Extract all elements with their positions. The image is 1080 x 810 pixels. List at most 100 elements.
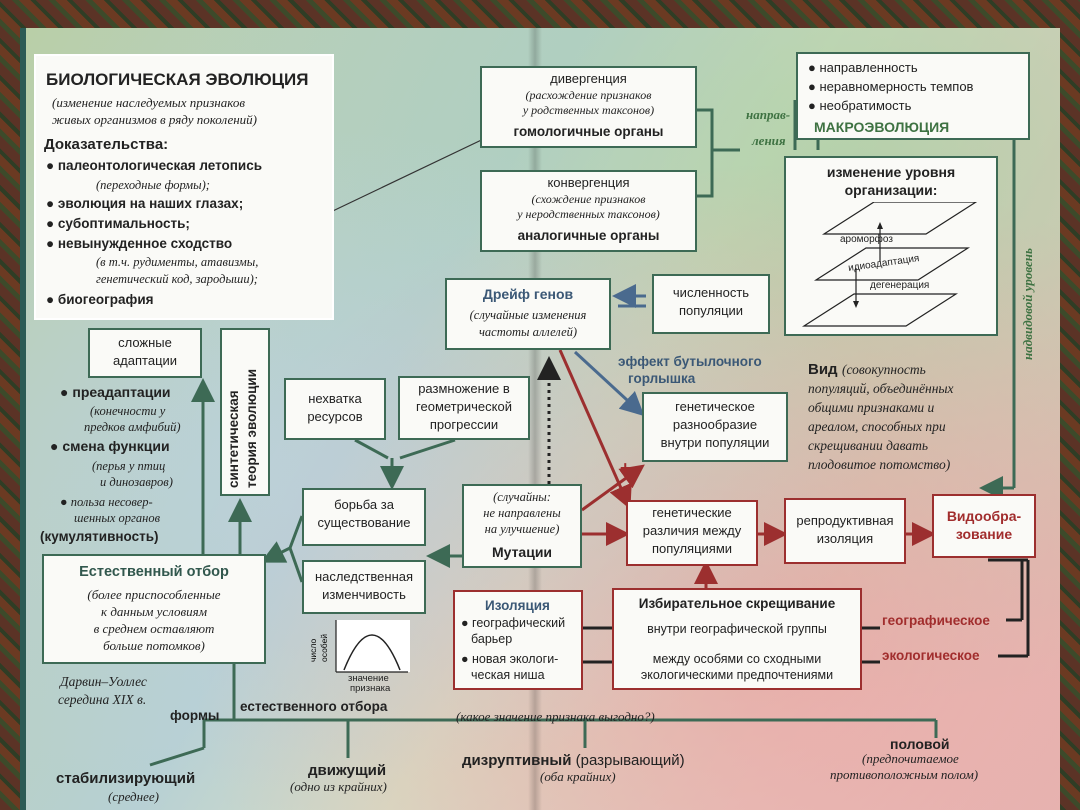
darwin-wallace-label: середина XIX в.: [58, 692, 147, 707]
isolation-title: Изоляция: [485, 598, 550, 613]
planes-diagram: [801, 202, 978, 327]
graph-ylabel: особей: [319, 633, 329, 662]
org-level-title: изменение уровня: [826, 164, 956, 180]
isolation-item: барьер: [471, 632, 513, 646]
fitness-graph-svg: [335, 620, 410, 673]
function-change: ● смена функции: [50, 438, 170, 454]
synthetic-theory-box: синтетическая теория эволюции: [220, 328, 270, 496]
assortative-mating-box: Избирательное скрещивание внутри географ…: [612, 588, 862, 690]
evidence-item: ● палеонтологическая летопись: [46, 158, 263, 173]
function-change-note: и динозавров): [100, 475, 173, 489]
genetic-differences-box: генетические различия между популяциями: [626, 500, 758, 566]
evidence-title: Доказательства:: [44, 136, 169, 153]
cumulativeness: (кумулятивность): [40, 529, 159, 544]
evidence-item: ● биогеография: [46, 292, 154, 307]
aromorphosis-label: ароморфоз: [840, 234, 893, 245]
fitness-graph: число особей значение признака: [300, 618, 412, 696]
natural-selection-box: Естественный отбор (более приспособленны…: [42, 554, 266, 664]
geometric-reproduction-text: размножение в: [418, 381, 510, 396]
evolution-title: БИОЛОГИЧЕСКАЯ ЭВОЛЮЦИЯ: [46, 70, 309, 89]
org-level-title: организации:: [844, 182, 938, 198]
function-change-note: (перья у птиц: [92, 459, 166, 473]
direction-label-2: ления: [752, 133, 786, 148]
geometric-reproduction-text: прогрессии: [429, 417, 499, 432]
genetic-diversity-text: генетическое: [675, 399, 755, 414]
species-definition: общими признаками и: [808, 400, 935, 415]
speciation-text: Видообра-: [946, 508, 1022, 524]
gene-drift-note: частоты аллелей): [478, 325, 578, 339]
forms-label: формы: [170, 708, 220, 723]
reproductive-isolation-text: репродуктивная: [796, 513, 894, 528]
convergence-note: (схождение признаков: [531, 192, 646, 206]
bottleneck-effect: эффект бутылочного: [618, 354, 762, 369]
macroevolution-title: МАКРОЭВОЛЮЦИЯ: [814, 119, 950, 135]
species-title: Вид: [808, 361, 838, 378]
gene-drift-note: (случайные изменения: [469, 308, 587, 322]
graph-ylabel: число: [308, 638, 318, 662]
directional-selection: движущий: [308, 762, 387, 779]
isolation-item: ческая ниша: [471, 668, 545, 682]
assortative-between: экологическими предпочтениями: [640, 668, 834, 682]
evidence-item: ● невынужденное сходство: [46, 236, 233, 251]
evidence-note: (переходные формы);: [96, 178, 210, 192]
direction-label-1: направ-: [746, 107, 791, 122]
geometric-reproduction-text: геометрической: [416, 399, 512, 414]
species-definition: плодовитое потомство): [808, 457, 951, 472]
resource-shortage-box: нехватка ресурсов: [284, 378, 386, 440]
disruptive-selection: дизруптивный (разрывающий): [462, 752, 685, 769]
struggle-text: существование: [317, 515, 411, 530]
species-definition: популяций, объединённых: [808, 381, 954, 396]
reproductive-isolation-box: репродуктивная изоляция: [784, 498, 906, 564]
analogous-organs: аналогичные органы: [517, 228, 660, 243]
book-cover-edge: [20, 28, 26, 810]
species-definition: ареалом, способных при: [808, 419, 946, 434]
natural-selection-note: (более приспособленные: [87, 587, 221, 602]
stabilizing-selection: стабилизирующий: [56, 770, 196, 787]
geometric-reproduction-box: размножение в геометрической прогрессии: [398, 376, 530, 440]
genetic-diversity-text: внутри популяции: [660, 435, 770, 450]
assortative-between: между особями со сходными: [652, 652, 822, 666]
imperfect-organs: ● польза несовер-: [60, 495, 153, 509]
resource-shortage-text: нехватка: [308, 391, 362, 406]
degeneration-label: дегенерация: [870, 280, 930, 291]
evidence-note: генетический код, зародыши);: [96, 272, 258, 286]
isolation-item: ● новая экологи-: [461, 652, 559, 666]
macro-item: ● неравномерность темпов: [808, 79, 974, 94]
geographic-speciation-label: географическое: [882, 613, 990, 628]
species-definition: скрещивании давать: [808, 438, 929, 453]
complex-adaptations-text: сложные: [118, 335, 172, 350]
divergence-note: у родственных таксонов): [522, 103, 655, 117]
natural-selection-note: больше потомков): [103, 638, 205, 653]
natural-selection-note: к данным условиям: [100, 604, 207, 619]
macroevolution-box: ● направленность ● неравномерность темпо…: [796, 52, 1030, 140]
directional-note: (одно из крайних): [290, 779, 387, 794]
mutations-note: (случайны:: [493, 490, 551, 504]
gene-drift-title: Дрейф генов: [482, 286, 574, 302]
sexual-selection: половой: [890, 736, 950, 752]
darwin-wallace-label: Дарвин–Уоллес: [60, 674, 147, 689]
speciation-text: зование: [955, 526, 1013, 542]
evidence-note: (в т.ч. рудименты, атавизмы,: [96, 255, 259, 269]
convergence-note: у неродственных таксонов): [517, 207, 660, 221]
plus-sign: +: [620, 458, 631, 478]
sexual-selection-note: (предпочитаемое: [862, 751, 959, 766]
divergence-title: дивергенция: [550, 71, 627, 86]
resource-shortage-text: ресурсов: [307, 409, 363, 424]
speciation-box: Видообра- зование: [932, 494, 1036, 558]
evolution-definition-box: БИОЛОГИЧЕСКАЯ ЭВОЛЮЦИЯ (изменение наслед…: [34, 54, 334, 320]
heredity-box: наследственная изменчивость: [302, 560, 426, 614]
imperfect-organs: шенных органов: [74, 511, 161, 525]
population-size-box: численность популяции: [652, 274, 770, 334]
homologous-organs: гомологичные органы: [513, 124, 664, 139]
macro-item: ● направленность: [808, 60, 918, 75]
graph-xlabel: значение: [348, 673, 389, 684]
gene-drift-box: Дрейф генов (случайные изменения частоты…: [445, 278, 611, 350]
preadaptations-note: предков амфибий): [84, 420, 181, 434]
stabilizing-note: (среднее): [108, 789, 159, 804]
preadaptations-note: (конечности у: [90, 404, 166, 418]
population-size-text: популяции: [678, 303, 744, 318]
sexual-selection-note: противоположным полом): [830, 767, 979, 782]
genetic-diversity-text: разнообразие: [672, 417, 758, 432]
assortative-within: внутри географической группы: [647, 622, 827, 636]
